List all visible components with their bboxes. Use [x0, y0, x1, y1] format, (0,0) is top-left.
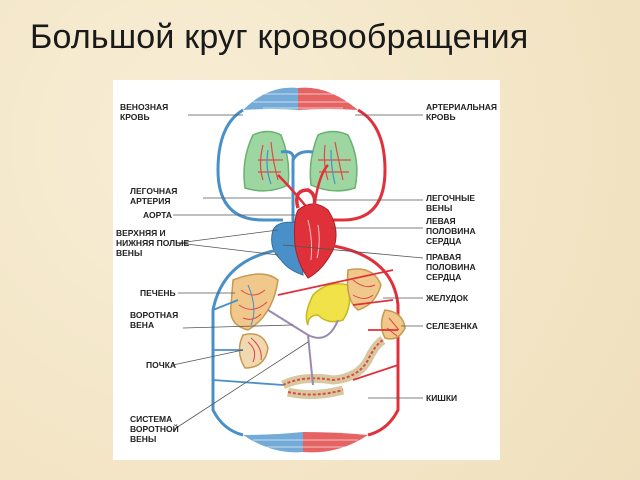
kidney [238, 333, 269, 369]
pancreas [346, 268, 382, 311]
label-portal-vein: ВОРОТНАЯ ВЕНА [130, 310, 179, 330]
label-arterial-blood: АРТЕРИАЛЬНАЯ КРОВЬ [426, 102, 498, 122]
outer-arterial-vessel [318, 108, 387, 222]
label-intestines: КИШКИ [426, 393, 458, 403]
label-aorta: АОРТА [143, 210, 172, 220]
outer-venous-vessel [216, 108, 283, 222]
lower-arterial-vessel [327, 243, 400, 437]
leader-lines [172, 114, 424, 431]
right-lung [309, 130, 358, 192]
pulmonary-artery-vessel [280, 150, 314, 230]
circulation-svg [172, 87, 424, 453]
intestines [280, 336, 386, 400]
stomach [305, 283, 351, 326]
label-pulmonary-veins: ЛЕГОЧНЫЕ ВЕНЫ [426, 193, 476, 213]
label-pulmonary-artery: ЛЕГОЧНАЯ АРТЕРИЯ [130, 186, 178, 206]
slide-title: Большой круг кровообращения [30, 18, 529, 56]
lower-capillary-network [243, 432, 368, 453]
left-lung [243, 130, 290, 192]
aorta-vessel [295, 188, 317, 211]
label-stomach: ЖЕЛУДОК [426, 293, 469, 303]
arterial-branches [277, 269, 399, 381]
label-kidney: ПОЧКА [146, 360, 177, 370]
label-vena-cava: ВЕРХНЯЯ И НИЖНЯЯ ПОЛЫЕ ВЕНЫ [116, 228, 190, 258]
label-venous-blood: ВЕНОЗНАЯ КРОВЬ [120, 102, 169, 122]
upper-capillary-network [243, 87, 358, 110]
label-left-heart: ЛЕВАЯ ПОЛОВИНА СЕРДЦА [426, 216, 476, 246]
label-portal-system: СИСТЕМА ВОРОТНОЙ ВЕНЫ [130, 414, 179, 444]
venous-branches [212, 299, 284, 386]
spleen [380, 309, 406, 340]
label-liver: ПЕЧЕНЬ [140, 288, 176, 298]
heart [271, 203, 337, 279]
circulation-diagram: ВЕНОЗНАЯ КРОВЬ ЛЕГОЧНАЯ АРТЕРИЯ АОРТА ВЕ… [113, 80, 500, 460]
label-right-heart: ПРАВАЯ ПОЛОВИНА СЕРДЦА [426, 252, 476, 282]
liver [229, 273, 279, 331]
label-spleen: СЕЛЕЗЕНКА [426, 321, 478, 331]
portal-vein-vessel [267, 309, 339, 386]
